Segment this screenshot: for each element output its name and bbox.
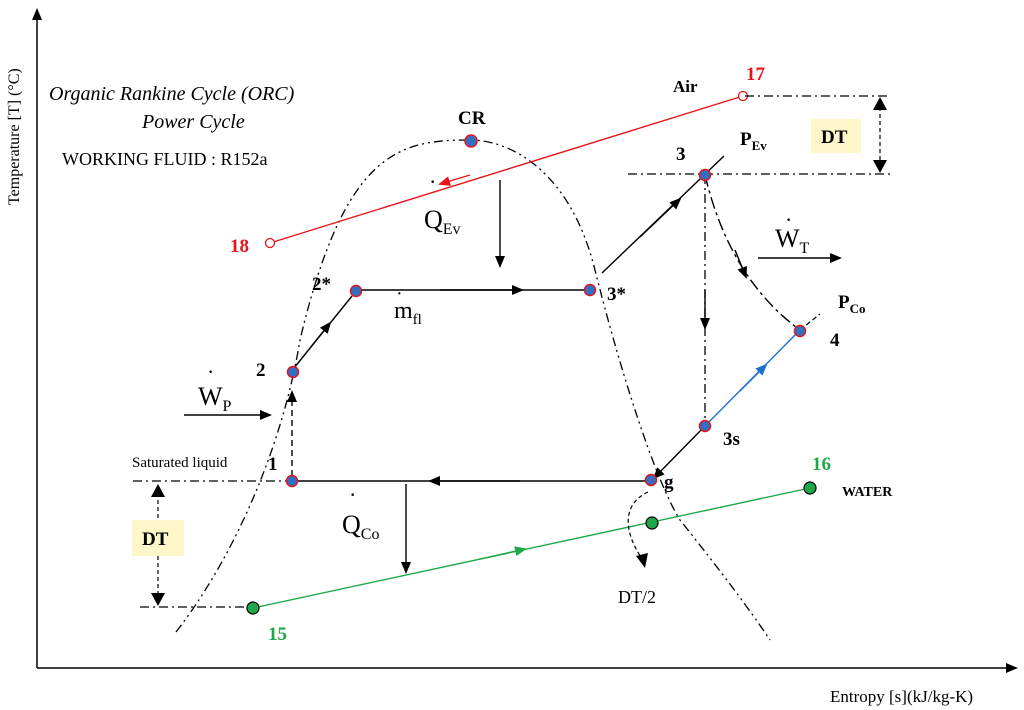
dt-half-arrow: [636, 553, 648, 568]
state-3s-label: 3s: [723, 429, 740, 450]
state-17-label: 17: [746, 64, 766, 85]
state-2-label: 2: [256, 360, 266, 381]
air-label: Air: [673, 77, 698, 96]
state-4-marker: [793, 324, 807, 338]
w-p-label: WP: [198, 382, 232, 415]
dt-top-arrow-up: [873, 97, 887, 110]
state-g-label: g: [664, 472, 674, 493]
water-arrow: [479, 546, 527, 560]
path-2-2star-arrow: [309, 321, 332, 349]
p-ev-label: PEv: [740, 129, 767, 153]
dt-left-arrow-down: [151, 593, 165, 606]
critical-point-label: CR: [458, 108, 486, 129]
dt-half-label: DT/2: [618, 587, 656, 607]
state-15-label: 15: [268, 624, 287, 645]
state-1-label: 1: [268, 454, 278, 475]
q-ev-label: QEv: [424, 205, 461, 238]
dt-left-arrow-up: [151, 484, 165, 497]
dt-top-box: [811, 119, 861, 153]
saturation-dome: [175, 139, 771, 641]
path-3s-g: [652, 425, 706, 480]
state-3-marker: [698, 168, 712, 182]
p-co-label: PCo: [838, 292, 866, 316]
m-fl-dot: ·: [396, 283, 403, 305]
air-line: [269, 95, 744, 244]
q-co-dot: ·: [349, 482, 356, 507]
dt-top-label: DT: [821, 127, 848, 148]
state-3star-label: 3*: [607, 284, 626, 305]
q-co-label: QCo: [342, 510, 379, 543]
working-fluid: WORKING FLUID : R152a: [62, 149, 267, 169]
state-4-label: 4: [830, 330, 840, 351]
critical-point-marker: [464, 134, 478, 148]
saturated-liquid-label: Saturated liquid: [132, 455, 228, 471]
w-t-label: WT: [775, 224, 810, 257]
water-line: [252, 487, 811, 609]
w-t-dot: ·: [785, 207, 792, 232]
m-fl-label: mfl: [394, 298, 422, 328]
state-g-marker: [644, 473, 658, 487]
title-line2: Power Cycle: [141, 111, 245, 133]
path-3-4: [704, 174, 801, 331]
path-3star-3-arrow: [639, 197, 682, 238]
state-1-marker: [285, 474, 299, 488]
title-line1: Organic Rankine Cycle (ORC): [49, 83, 295, 105]
water-label: WATER: [842, 485, 893, 500]
state-3-label: 3: [676, 144, 686, 165]
state-18-label: 18: [230, 236, 249, 257]
state-16-label: 16: [812, 454, 831, 475]
air-arrow: [438, 174, 471, 186]
w-p-dot: ·: [207, 359, 214, 384]
dt-left-box: [132, 520, 184, 556]
x-axis-label: Entropy [s](kJ/kg-K): [830, 687, 973, 706]
state-15-marker: [246, 601, 260, 615]
pinch-point-marker: [645, 516, 659, 530]
state-2star-marker: [349, 284, 363, 298]
q-ev-dot: ·: [429, 169, 436, 194]
state-3star-marker: [583, 283, 597, 297]
path-4-3s-arrow: [739, 363, 768, 392]
state-3s-marker: [698, 419, 712, 433]
dt-half-leader: [627, 491, 649, 561]
dt-top-arrow-down: [873, 160, 887, 173]
state-2star-label: 2*: [312, 274, 331, 295]
state-18-marker: [264, 237, 276, 249]
path-3-4-arrow: [734, 249, 747, 279]
dt-left-label: DT: [142, 529, 169, 550]
state-2-marker: [286, 365, 300, 379]
state-16-marker: [803, 481, 817, 495]
y-axis-label: Temperature [T] (°C): [6, 68, 23, 205]
